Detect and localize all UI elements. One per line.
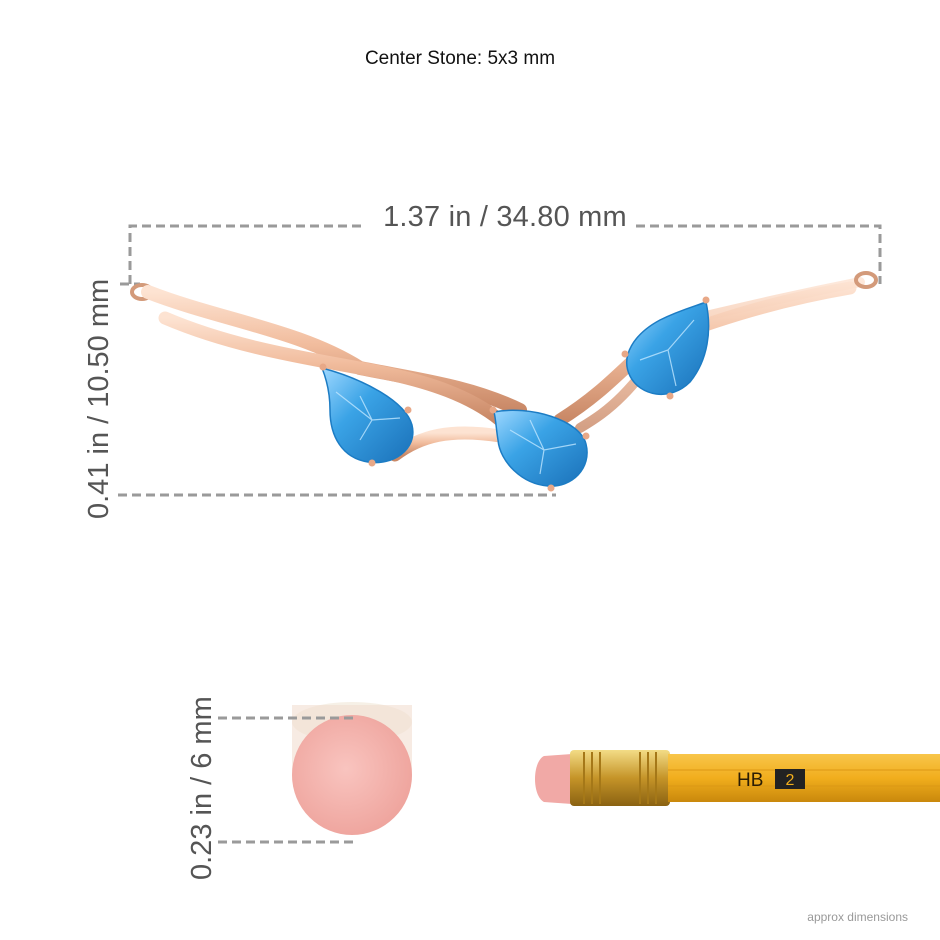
pencil-number: 2 xyxy=(786,772,795,789)
stone-right xyxy=(621,296,710,400)
height-dimension-label: 0.41 in / 10.50 mm xyxy=(83,278,115,519)
width-dimension-line xyxy=(128,224,882,284)
stone-center xyxy=(489,406,590,492)
eraser-dimension-label: 0.23 in / 6 mm xyxy=(186,696,218,880)
necklace-bar xyxy=(130,271,878,462)
center-stone-label: Center Stone: 5x3 mm xyxy=(364,48,556,69)
width-dimension-label: 1.37 in / 34.80 mm xyxy=(383,201,627,233)
approx-dimensions-note: approx dimensions xyxy=(807,910,908,924)
eraser-dimension-line xyxy=(218,716,358,844)
pencil-grade: HB xyxy=(737,770,763,791)
stone-left xyxy=(319,363,414,467)
pencil-icon: HB 2 xyxy=(535,750,940,806)
eraser-icon xyxy=(292,702,412,835)
